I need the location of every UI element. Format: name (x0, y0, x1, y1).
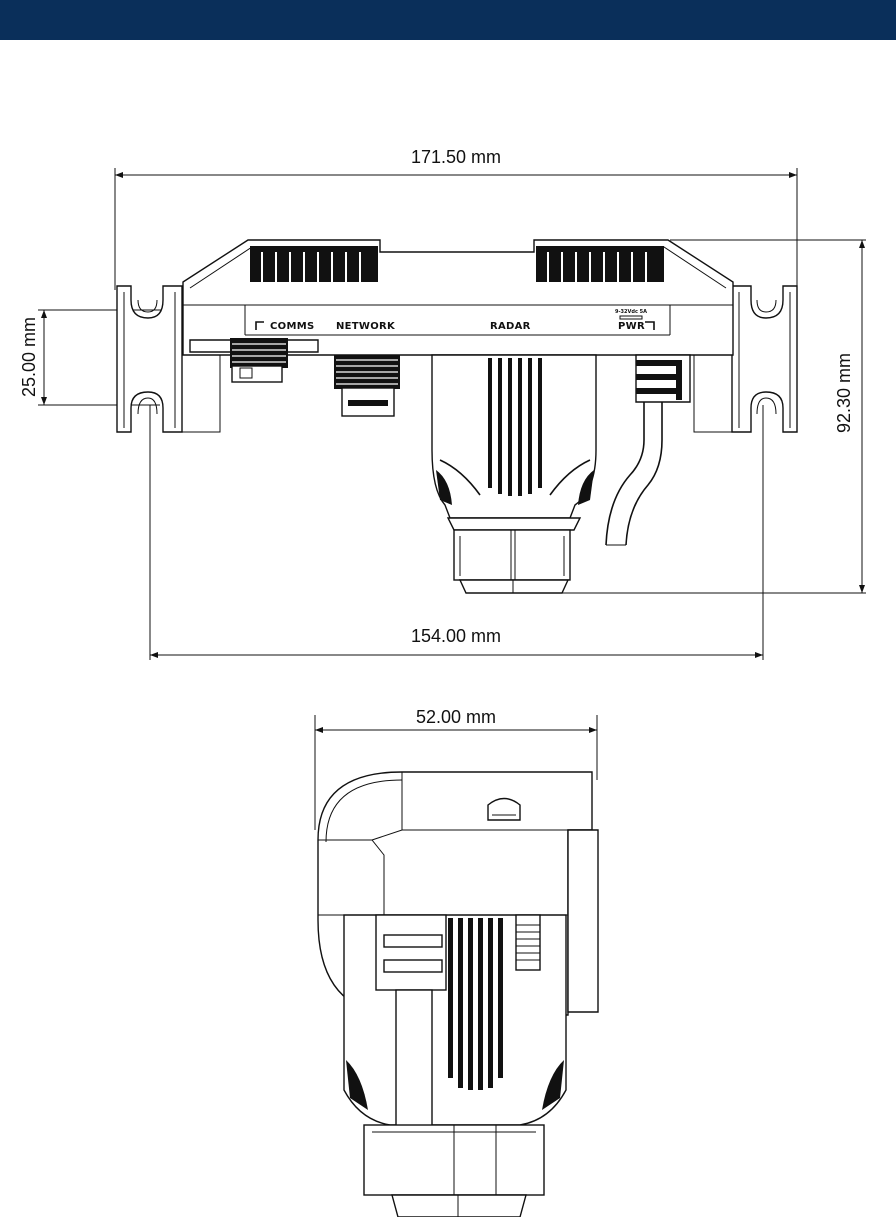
front-housing: COMMS NETWORK RADAR 9-32Vdc 5A PWR (183, 240, 733, 355)
network-connector (334, 355, 400, 416)
dimension-mount-height-label: 25.00 mm (19, 317, 39, 397)
port-label-pwr: PWR (618, 321, 645, 332)
dimension-height-label: 92.30 mm (834, 353, 854, 433)
power-cable (606, 355, 690, 545)
front-view: 171.50 mm 154.00 mm 92.30 mm (19, 147, 866, 660)
dimension-depth-label: 52.00 mm (416, 707, 496, 727)
power-rating-label: 9-32Vdc 5A (615, 309, 647, 315)
radar-connector (432, 355, 596, 593)
port-label-network: NETWORK (336, 321, 396, 332)
dimension-mount-spacing-label: 154.00 mm (411, 626, 501, 646)
side-view: 52.00 mm (315, 707, 598, 1217)
port-label-comms: COMMS (270, 321, 314, 332)
port-label-radar: RADAR (490, 321, 531, 332)
side-bottom-nut (364, 1125, 544, 1217)
dimension-width-label: 171.50 mm (411, 147, 501, 167)
comms-connector (190, 338, 318, 382)
